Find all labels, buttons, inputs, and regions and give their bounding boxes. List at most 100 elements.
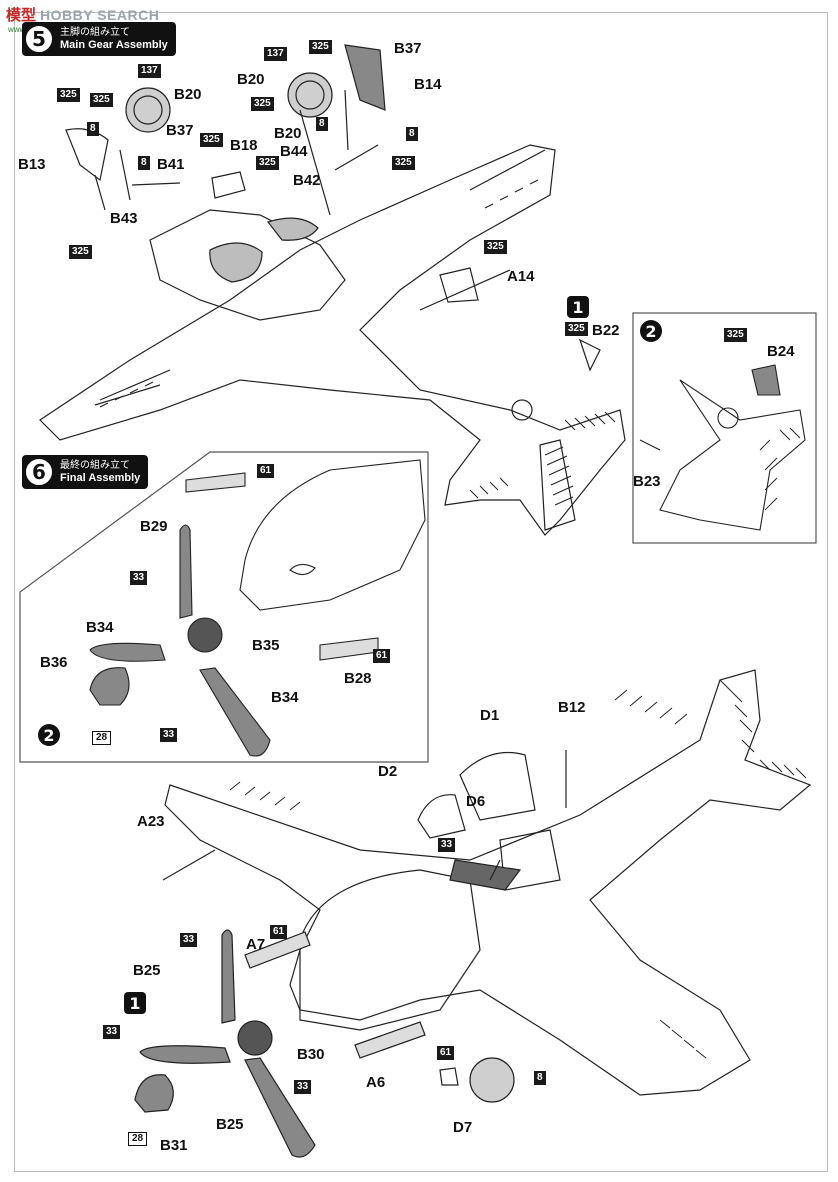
paint-code-tag: 8 bbox=[87, 122, 99, 136]
s6-subview-box bbox=[19, 451, 429, 763]
section-5-title-jp: 主脚の組み立て bbox=[60, 27, 130, 38]
part-label: B41 bbox=[157, 156, 185, 173]
part-label: B20 bbox=[274, 125, 302, 142]
paint-code-tag: 325 bbox=[69, 245, 92, 259]
s5-door-b13 bbox=[65, 128, 109, 182]
part-label: B44 bbox=[280, 143, 308, 160]
part-label: A23 bbox=[137, 813, 165, 830]
part-label: B12 bbox=[558, 699, 586, 716]
lower-prop-blade-left bbox=[139, 1045, 231, 1064]
paint-code-tag: 28 bbox=[128, 1132, 148, 1146]
paint-code-tag: 137 bbox=[264, 47, 287, 61]
s5-airframe-outline bbox=[39, 144, 626, 536]
paint-code-tag: 325 bbox=[90, 93, 113, 107]
paint-code-tag: 33 bbox=[130, 571, 148, 585]
section-6-title-jp: 最終の組み立て bbox=[60, 460, 130, 471]
paint-code-tag: 325 bbox=[484, 240, 507, 254]
exhaust-a7 bbox=[244, 931, 311, 969]
part-label: D2 bbox=[378, 763, 398, 780]
step-2-marker-mid: 2 bbox=[38, 724, 60, 746]
s5-subview-box bbox=[632, 312, 817, 544]
instruction-page-frame bbox=[14, 12, 828, 1172]
part-label: B37 bbox=[394, 40, 422, 57]
paint-code-tag: 137 bbox=[138, 64, 161, 78]
s6-spinner bbox=[89, 667, 130, 706]
part-label: A6 bbox=[366, 1074, 386, 1091]
s5-wheel-well-right bbox=[266, 217, 319, 241]
paint-code-tag: 8 bbox=[138, 156, 150, 170]
paint-code-tag: 61 bbox=[257, 464, 275, 478]
paint-code-tag: 33 bbox=[438, 838, 456, 852]
s5-part-a14 bbox=[439, 267, 479, 303]
part-label: B14 bbox=[414, 76, 442, 93]
paint-code-tag: 325 bbox=[309, 40, 332, 54]
section-5-header: 5 主脚の組み立て Main Gear Assembly bbox=[22, 22, 176, 56]
antenna-a23 bbox=[162, 849, 216, 881]
paint-code-tag: 28 bbox=[92, 731, 112, 745]
s5-door-b37 bbox=[344, 44, 386, 111]
paint-code-tag: 325 bbox=[256, 156, 279, 170]
paint-code-tag: 325 bbox=[251, 97, 274, 111]
s5-cowl bbox=[149, 209, 346, 321]
part-label: B34 bbox=[86, 619, 114, 636]
paint-code-tag: 325 bbox=[724, 328, 747, 342]
part-label: B24 bbox=[767, 343, 795, 360]
s6-exhaust-b29 bbox=[185, 472, 246, 493]
part-label: B22 bbox=[592, 322, 620, 339]
s5-wheel-well-left bbox=[209, 242, 263, 283]
watermark-en: HOBBY SEARCH bbox=[40, 6, 160, 23]
part-label: B18 bbox=[230, 137, 258, 154]
part-label: D7 bbox=[453, 1119, 473, 1136]
paint-code-tag: 33 bbox=[160, 728, 178, 742]
s5-part-b18 bbox=[211, 171, 246, 199]
paint-code-tag: 325 bbox=[57, 88, 80, 102]
part-label: B25 bbox=[133, 962, 161, 979]
part-label: B23 bbox=[633, 473, 661, 490]
paint-code-tag: 61 bbox=[373, 649, 391, 663]
lower-prop-blade-top bbox=[221, 929, 236, 1024]
paint-code-tag: 325 bbox=[565, 322, 588, 336]
canopy-d1 bbox=[459, 751, 536, 821]
s6-prop-blade-top bbox=[179, 524, 193, 619]
paint-code-tag: 325 bbox=[200, 133, 223, 147]
part-label: B35 bbox=[252, 637, 280, 654]
s6-nose-closeup bbox=[239, 459, 426, 611]
step-2-marker-upper: 2 bbox=[640, 320, 662, 342]
paint-code-tag: 33 bbox=[180, 933, 198, 947]
part-label: D6 bbox=[466, 793, 486, 810]
s6-prop-hub bbox=[187, 617, 223, 653]
s6-prop-blade-lower bbox=[199, 667, 271, 757]
part-label: B25 bbox=[216, 1116, 244, 1133]
paint-code-tag: 325 bbox=[392, 156, 415, 170]
part-label: B37 bbox=[166, 122, 194, 139]
part-label: A7 bbox=[246, 936, 266, 953]
paint-code-tag: 61 bbox=[270, 925, 288, 939]
section-5-title-en: Main Gear Assembly bbox=[60, 39, 168, 51]
part-label: B31 bbox=[160, 1137, 188, 1154]
part-label: B30 bbox=[297, 1046, 325, 1063]
s5-part-b22 bbox=[578, 338, 601, 372]
paint-code-tag: 8 bbox=[406, 127, 418, 141]
watermark-cn: 模型 bbox=[6, 6, 37, 24]
s6-exhaust-b28 bbox=[319, 637, 379, 661]
lower-engine-cowl bbox=[299, 869, 481, 1031]
part-label: B36 bbox=[40, 654, 68, 671]
section-5-number: 5 bbox=[24, 24, 54, 54]
windscreen-d2 bbox=[417, 794, 466, 839]
paint-code-tag: 33 bbox=[103, 1025, 121, 1039]
lower-prop-hub bbox=[237, 1020, 273, 1056]
section-6-number: 6 bbox=[24, 457, 54, 487]
part-label: D1 bbox=[480, 707, 500, 724]
part-label: B20 bbox=[237, 71, 265, 88]
step-1-marker-upper: 1 bbox=[567, 296, 589, 318]
lower-spinner bbox=[134, 1074, 174, 1113]
section-6-title-en: Final Assembly bbox=[60, 472, 141, 484]
part-label: B42 bbox=[293, 172, 321, 189]
section-6-header: 6 最終の組み立て Final Assembly bbox=[22, 455, 149, 489]
paint-code-tag: 61 bbox=[437, 1046, 455, 1060]
paint-code-tag: 8 bbox=[534, 1071, 546, 1085]
paint-code-tag: 8 bbox=[316, 117, 328, 131]
watermark: 模型 HOBBY SEARCH bbox=[6, 4, 159, 25]
part-label: A14 bbox=[507, 268, 535, 285]
